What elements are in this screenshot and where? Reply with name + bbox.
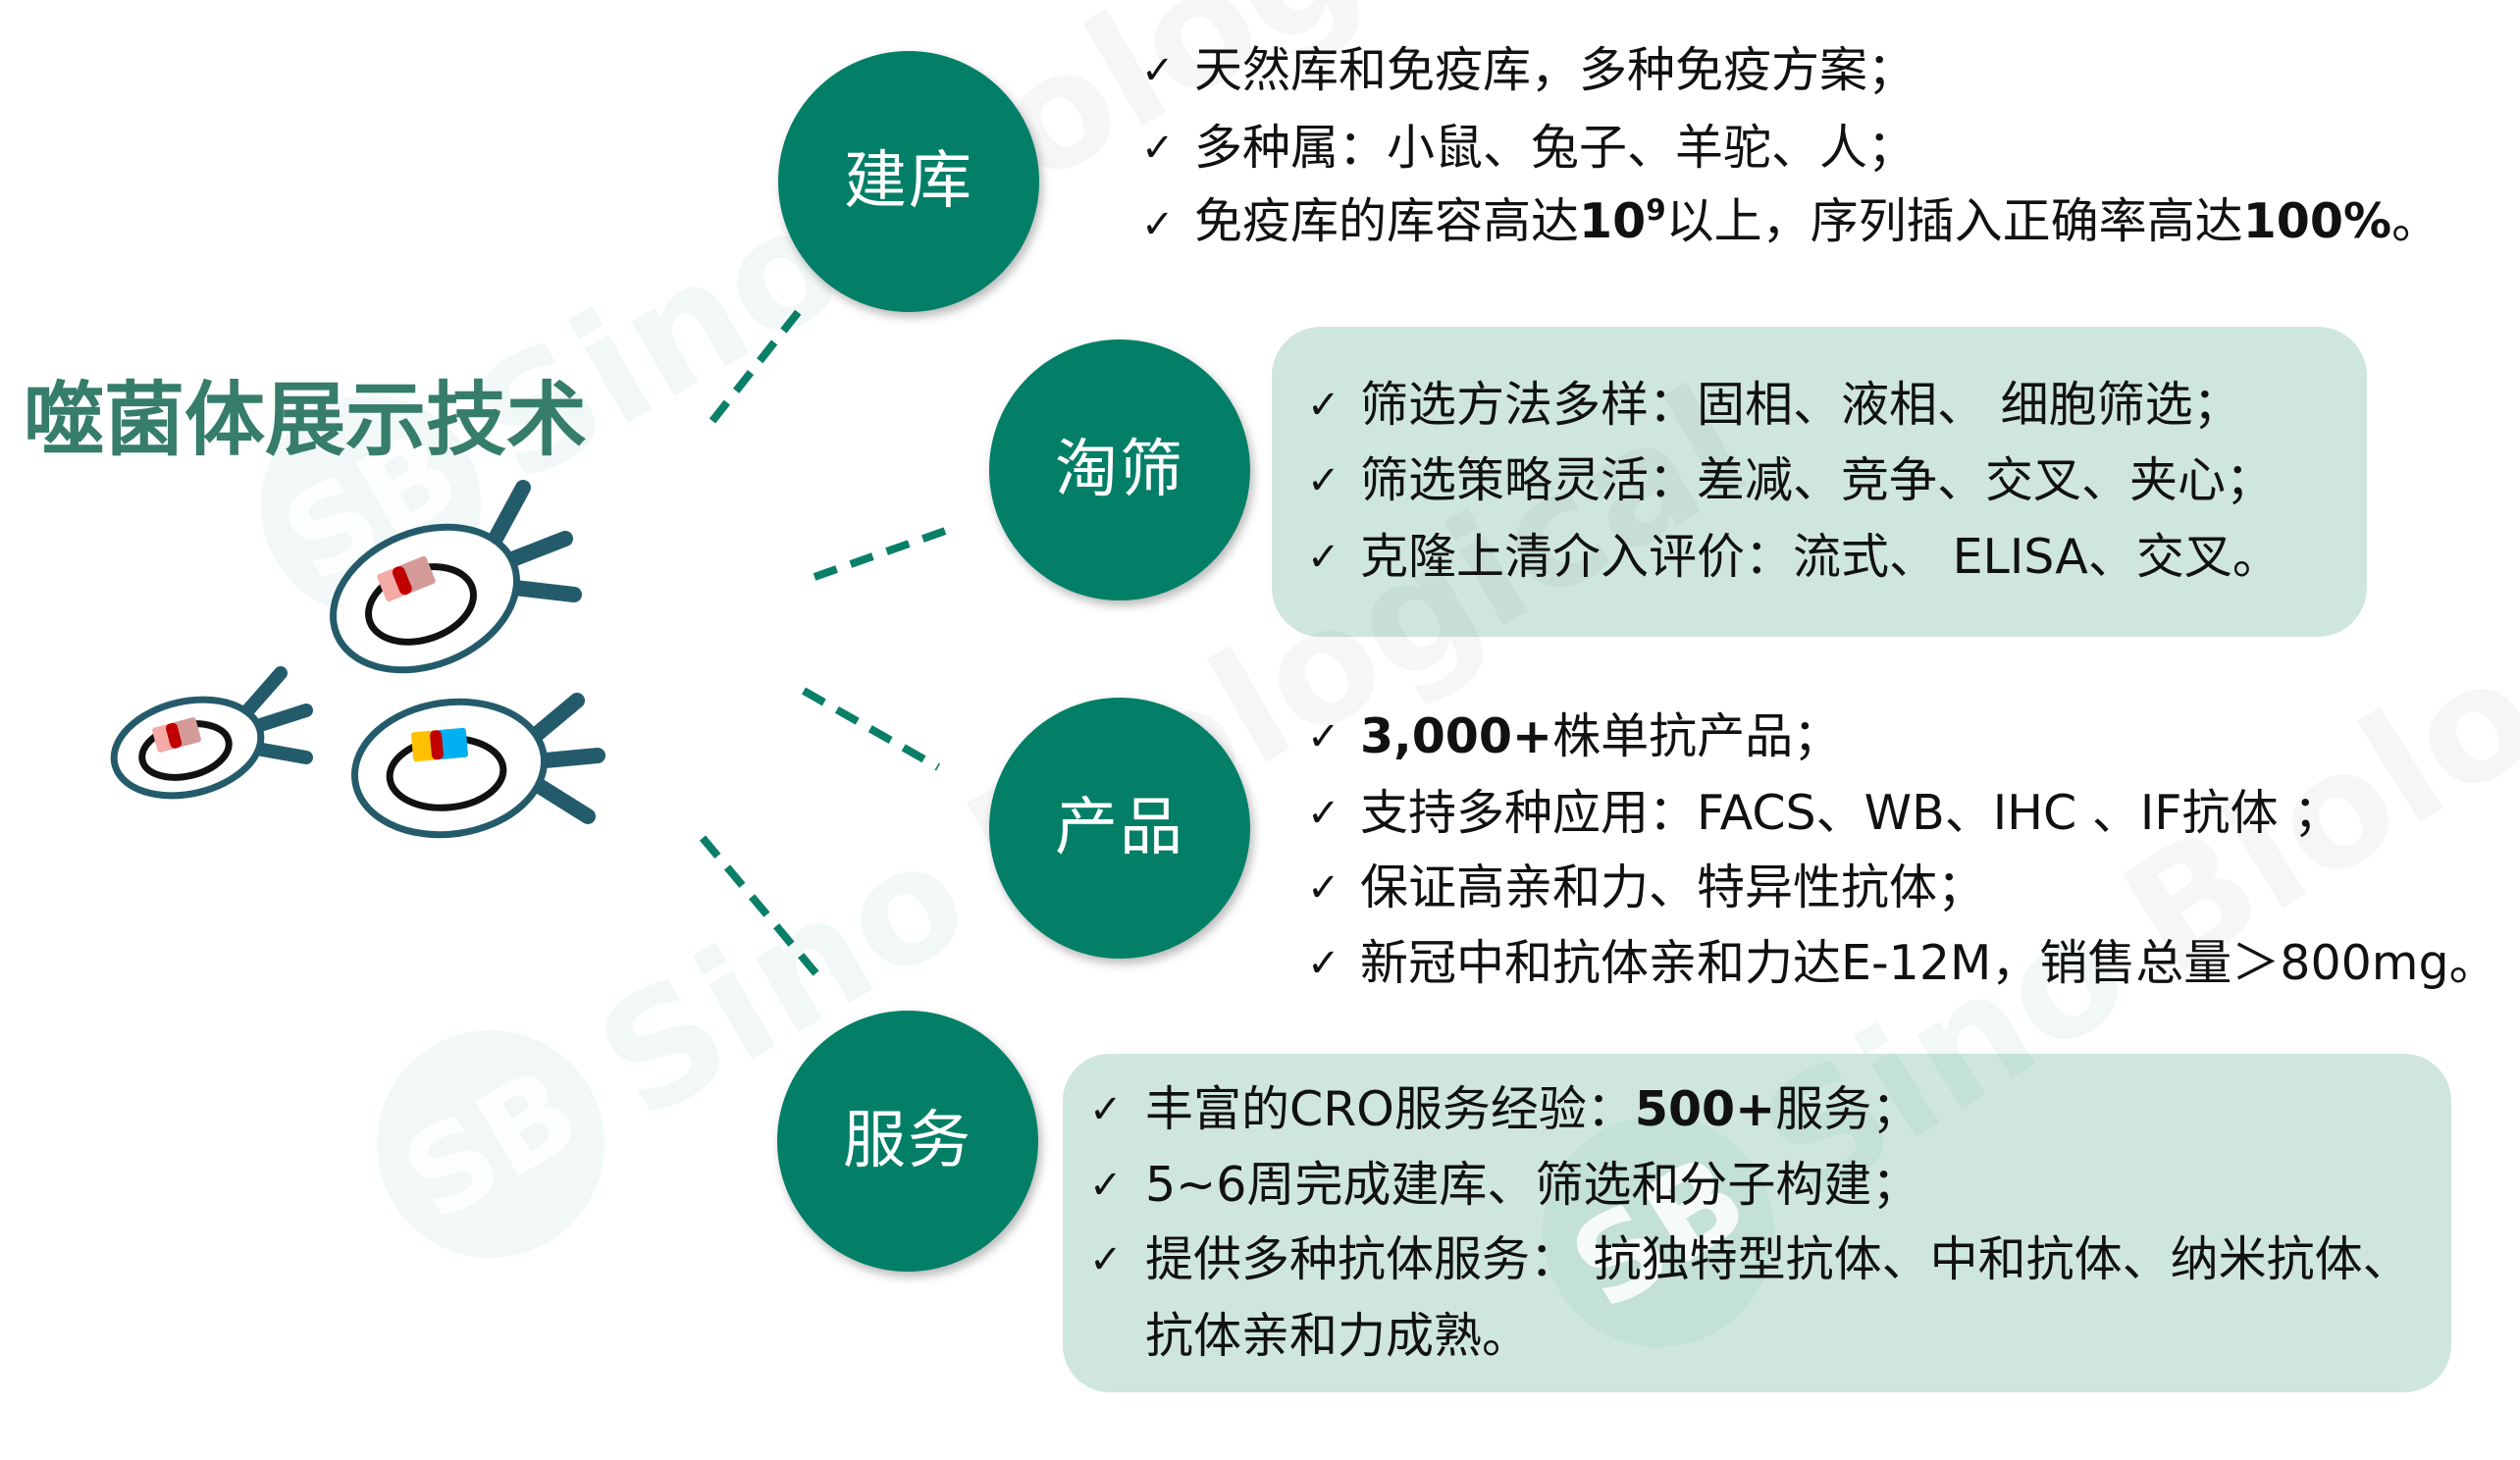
node-library-construction: 建库 <box>778 51 1039 312</box>
checkmark-icon: ✓ <box>1141 48 1175 93</box>
checkmark-icon: ✓ <box>1089 1087 1123 1132</box>
feature-item: ✓ 天然库和免疫库，多种免疫方案； <box>1141 39 1916 102</box>
item-text: 克隆上清介入评价：流式、 ELISA、交叉。 <box>1360 529 2281 585</box>
connector-line-services <box>699 835 822 979</box>
item-text: 筛选策略灵活：差减、竞争、交叉、夹心； <box>1360 452 2275 508</box>
item-text: 提供多种抗体服务： 抗独特型抗体、中和抗体、纳米抗体、 <box>1145 1231 2411 1287</box>
phage-icon-variant <box>350 693 605 839</box>
checkmark-icon: ✓ <box>1307 458 1340 503</box>
connector-line-products <box>802 687 940 771</box>
checkmark-icon: ✓ <box>1089 1163 1123 1208</box>
checkmark-icon: ✓ <box>1307 535 1340 580</box>
item-text: 免疫库的库容高达109以上，序列插入正确率高达100%。 <box>1194 193 2441 249</box>
checkmark-icon: ✓ <box>1089 1237 1123 1282</box>
feature-item: ✓ 多种属：小鼠、兔子、羊驼、人； <box>1141 117 1916 180</box>
item-text: 支持多种应用：FACS、WB、IHC 、IF抗体 ； <box>1360 785 2342 841</box>
feature-item: ✓ 筛选方法多样：固相、液相、 细胞筛选； <box>1307 374 2241 437</box>
item-text: 丰富的CRO服务经验：500+服务； <box>1145 1081 1920 1137</box>
feature-item: ✓ 5~6周完成建库、筛选和分子构建； <box>1089 1154 1919 1217</box>
feature-item: ✓ 免疫库的库容高达109以上，序列插入正确率高达100%。 <box>1141 193 2440 256</box>
node-label: 产品 <box>1055 792 1184 864</box>
feature-item: ✓ 保证高亲和力、特异性抗体； <box>1307 857 1985 919</box>
feature-item: ✓ 克隆上清介入评价：流式、 ELISA、交叉。 <box>1307 526 2281 589</box>
checkmark-icon: ✓ <box>1141 126 1175 171</box>
feature-item: ✓ 筛选策略灵活：差减、竞争、交叉、夹心； <box>1307 449 2274 512</box>
item-text: 保证高亲和力、特异性抗体； <box>1360 860 1986 915</box>
checkmark-icon: ✓ <box>1141 202 1175 247</box>
page-title: 噬菌体展示技术 <box>24 374 588 467</box>
item-text: 新冠中和抗体亲和力达E-12M，销售总量＞800mg。 <box>1360 935 2497 991</box>
checkmark-icon: ✓ <box>1307 791 1340 836</box>
antibody-gene-tag-icon <box>152 717 201 753</box>
checkmark-icon: ✓ <box>1307 714 1340 759</box>
item-text: 筛选方法多样：固相、液相、 细胞筛选； <box>1360 377 2241 433</box>
feature-item: ✓ 3,000+株单抗产品； <box>1307 705 1841 768</box>
screening-panel <box>1272 327 2367 637</box>
item-text: 天然库和免疫库，多种免疫方案； <box>1194 42 1916 98</box>
node-label: 淘筛 <box>1055 434 1184 506</box>
node-services: 服务 <box>777 1011 1038 1272</box>
item-text: 3,000+株单抗产品； <box>1360 708 1842 764</box>
node-products: 产品 <box>989 698 1250 959</box>
checkmark-icon: ✓ <box>1307 941 1340 986</box>
phage-icon-small <box>110 666 313 800</box>
node-label: 服务 <box>843 1105 972 1177</box>
node-label: 建库 <box>844 145 973 218</box>
connector-lines <box>699 302 953 979</box>
node-screening: 淘筛 <box>989 339 1250 600</box>
connector-line-screening <box>813 525 953 581</box>
feature-item: ✓ 丰富的CRO服务经验：500+服务； <box>1089 1078 1919 1141</box>
phage-illustration <box>110 480 605 839</box>
service-panel <box>1063 1054 2451 1392</box>
feature-item: ✓ 提供多种抗体服务： 抗独特型抗体、中和抗体、纳米抗体、 <box>1089 1228 2411 1291</box>
connector-line-library <box>709 302 808 424</box>
feature-item-continuation: 抗体亲和力成熟。 <box>1145 1305 1530 1368</box>
phage-icon-large <box>330 480 582 674</box>
item-text: 多种属：小鼠、兔子、羊驼、人； <box>1194 120 1916 176</box>
item-text: 5~6周完成建库、筛选和分子构建； <box>1145 1157 1920 1213</box>
feature-item: ✓ 新冠中和抗体亲和力达E-12M，销售总量＞800mg。 <box>1307 932 2497 995</box>
antibody-gene-tag-icon <box>411 727 468 762</box>
checkmark-icon: ✓ <box>1307 865 1340 911</box>
antibody-gene-tag-icon <box>377 555 436 602</box>
item-text: 抗体亲和力成熟。 <box>1145 1308 1531 1364</box>
checkmark-icon: ✓ <box>1307 383 1340 428</box>
feature-item: ✓ 支持多种应用：FACS、WB、IHC 、IF抗体 ； <box>1307 782 2341 845</box>
